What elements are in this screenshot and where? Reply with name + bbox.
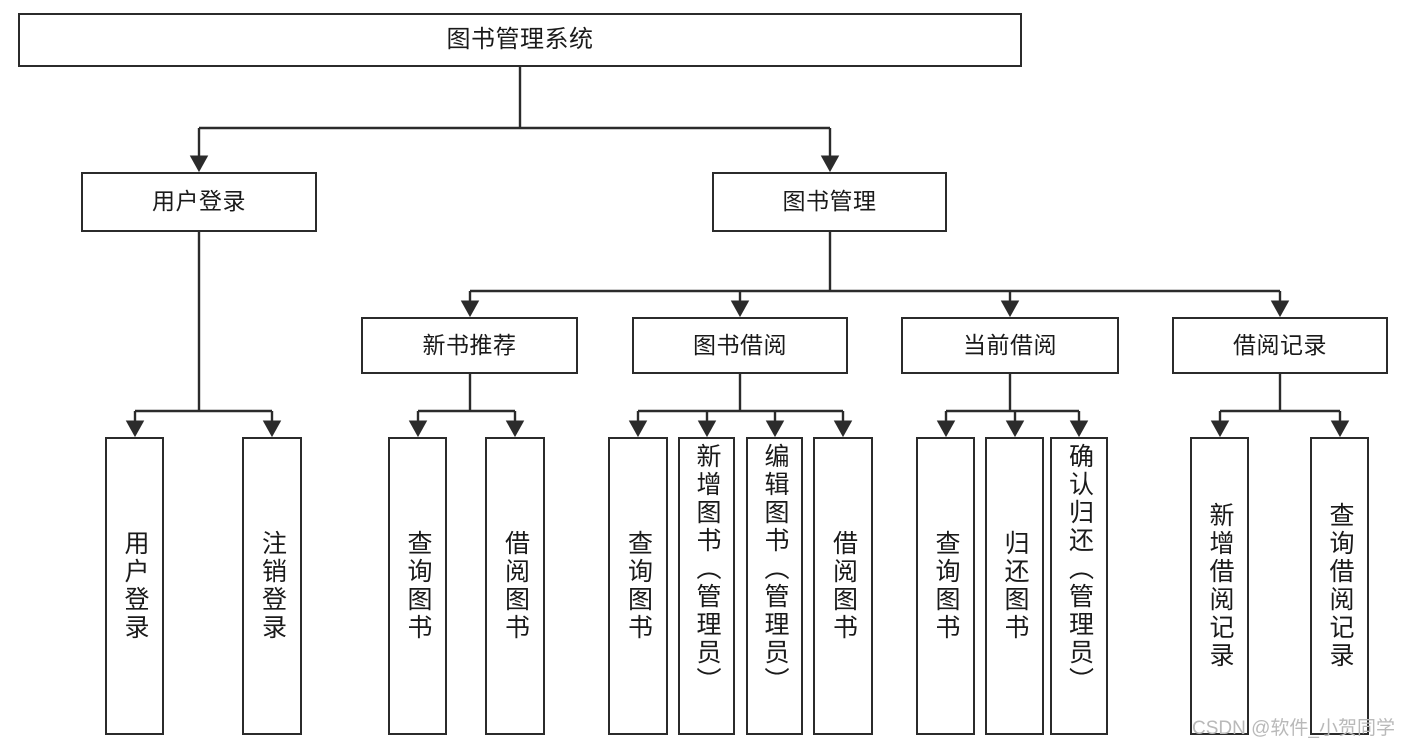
leaf-return-book[interactable]: 归还图书 <box>985 437 1044 735</box>
node-label: 借阅图书 <box>501 530 530 642</box>
leaf-query-borrow-record[interactable]: 查询借阅记录 <box>1310 437 1369 735</box>
leaf-edit-book-admin[interactable]: 编辑图书（管理员） <box>746 437 803 735</box>
node-label: 查询借阅记录 <box>1326 502 1354 670</box>
node-label: 图书借阅 <box>693 331 787 358</box>
node-label: 借阅记录 <box>1233 331 1327 358</box>
node-label: 新增图书（管理员） <box>693 443 721 695</box>
leaf-user-login[interactable]: 用户登录 <box>105 437 164 735</box>
leaf-confirm-return-admin[interactable]: 确认归还（管理员） <box>1050 437 1108 735</box>
node-borrow-records[interactable]: 借阅记录 <box>1172 317 1388 374</box>
node-label: 图书管理 <box>782 188 877 215</box>
node-label: 查询图书 <box>932 530 960 642</box>
leaf-add-borrow-record[interactable]: 新增借阅记录 <box>1190 437 1249 735</box>
node-label: 查询图书 <box>624 530 653 642</box>
leaf-add-book-admin[interactable]: 新增图书（管理员） <box>678 437 735 735</box>
node-root[interactable]: 图书管理系统 <box>18 13 1022 67</box>
leaf-user-logout[interactable]: 注销登录 <box>242 437 302 735</box>
node-user-login[interactable]: 用户登录 <box>81 172 317 232</box>
node-label: 新增借阅记录 <box>1206 502 1234 670</box>
watermark: CSDN @软件_小贺同学 <box>1192 718 1395 739</box>
leaf-query-book-current[interactable]: 查询图书 <box>916 437 975 735</box>
node-label: 借阅图书 <box>829 530 858 642</box>
node-label: 图书管理系统 <box>446 25 594 53</box>
node-label: 归还图书 <box>1001 530 1029 642</box>
node-label: 新书推荐 <box>422 331 517 358</box>
node-label: 注销登录 <box>258 530 287 642</box>
node-current-borrow[interactable]: 当前借阅 <box>901 317 1119 374</box>
node-label: 用户登录 <box>152 188 246 215</box>
node-label: 当前借阅 <box>963 331 1057 358</box>
leaf-query-book-recommend[interactable]: 查询图书 <box>388 437 447 735</box>
node-label: 用户登录 <box>121 530 149 642</box>
node-label: 确认归还（管理员） <box>1065 443 1094 695</box>
node-label: 编辑图书（管理员） <box>761 443 789 695</box>
node-book-borrow[interactable]: 图书借阅 <box>632 317 848 374</box>
node-new-book-recommend[interactable]: 新书推荐 <box>361 317 578 374</box>
leaf-borrow-book[interactable]: 借阅图书 <box>813 437 873 735</box>
node-label: 查询图书 <box>404 530 432 642</box>
leaf-borrow-book-recommend[interactable]: 借阅图书 <box>485 437 545 735</box>
node-book-management[interactable]: 图书管理 <box>712 172 947 232</box>
leaf-query-book-borrow[interactable]: 查询图书 <box>608 437 668 735</box>
